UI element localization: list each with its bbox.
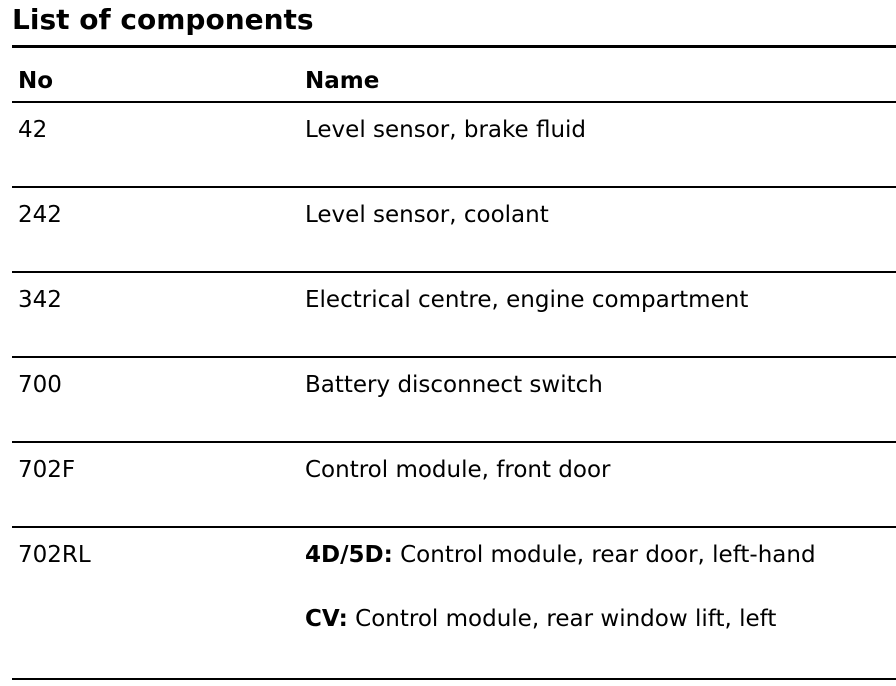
table-row: 342 Electrical centre, engine compartmen… xyxy=(12,273,896,356)
table-header-row: No Name xyxy=(12,48,896,101)
component-number: 342 xyxy=(18,287,62,313)
row-rule xyxy=(12,526,896,528)
column-header-no: No xyxy=(18,68,54,94)
table-row: 42 Level sensor, brake fluid xyxy=(12,103,896,186)
component-number: 702RL xyxy=(18,542,91,568)
component-description: Control module, rear window lift, left xyxy=(347,606,777,632)
component-number: 242 xyxy=(18,202,62,228)
component-name: 4D/5D: Control module, rear door, left-h… xyxy=(305,541,816,633)
component-name: Battery disconnect switch xyxy=(305,372,603,398)
component-name: Control module, front door xyxy=(305,457,611,483)
component-name: Level sensor, brake fluid xyxy=(305,117,587,143)
components-table: No Name 42 Level sensor, brake fluid 242… xyxy=(12,45,896,680)
column-header-name: Name xyxy=(305,68,380,94)
table-row: 242 Level sensor, coolant xyxy=(12,188,896,271)
variant-label: 4D/5D: xyxy=(305,542,393,568)
component-description: Control module, rear door, left-hand xyxy=(392,542,816,568)
component-name: Electrical centre, engine compartment xyxy=(305,287,749,313)
component-number: 700 xyxy=(18,372,62,398)
component-number: 42 xyxy=(18,117,48,143)
variant-label: CV: xyxy=(305,606,348,632)
row-rule xyxy=(12,186,896,188)
table-bottom-rule xyxy=(12,678,896,680)
row-rule xyxy=(12,356,896,358)
row-rule xyxy=(12,271,896,273)
component-name-line: 4D/5D: Control module, rear door, left-h… xyxy=(305,541,816,569)
component-name-line: CV: Control module, rear window lift, le… xyxy=(305,605,816,633)
table-row: 702RL 4D/5D: Control module, rear door, … xyxy=(12,528,896,678)
header-rule xyxy=(12,101,896,103)
component-name: Level sensor, coolant xyxy=(305,202,549,228)
table-row: 702F Control module, front door xyxy=(12,443,896,526)
table-top-rule xyxy=(12,45,896,48)
row-rule xyxy=(12,441,896,443)
table-row: 700 Battery disconnect switch xyxy=(12,358,896,441)
component-number: 702F xyxy=(18,457,76,483)
page-title: List of components xyxy=(12,3,314,36)
